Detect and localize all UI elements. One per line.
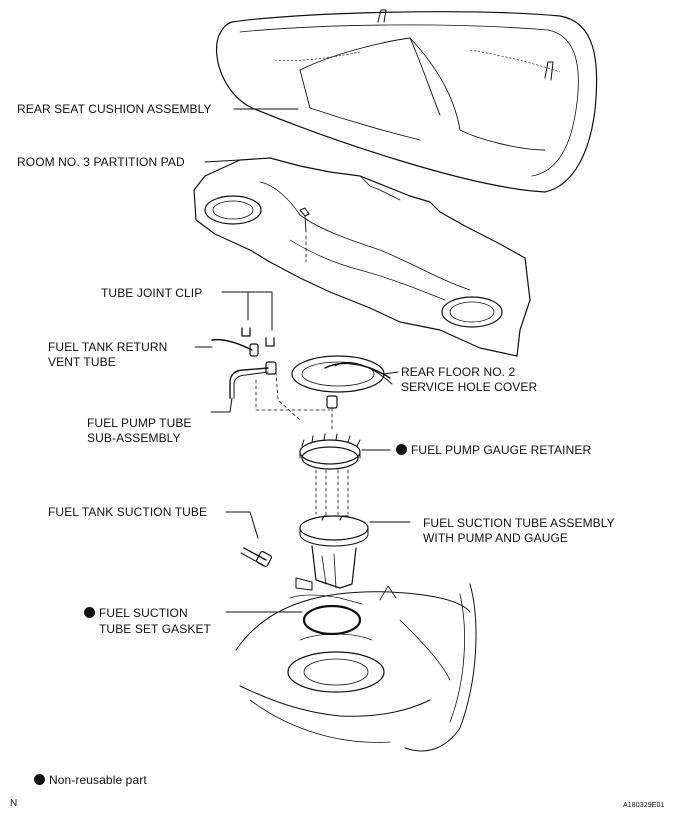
- non-reusable-dot-icon: [84, 607, 95, 618]
- figure-code: A180329E01: [623, 802, 665, 809]
- label-return-vent-1: FUEL TANK RETURN: [48, 340, 168, 354]
- label-gasket-1: FUEL SUCTION: [84, 606, 188, 620]
- tank-and-gasket: [225, 583, 477, 752]
- label-return-vent-2: VENT TUBE: [48, 355, 116, 369]
- legend-text: Non-reusable part: [49, 773, 147, 787]
- label-suction-assy-2: WITH PUMP AND GAUGE: [423, 531, 569, 545]
- tank-suction-tube: [225, 511, 273, 568]
- label-partition-pad: ROOM NO. 3 PARTITION PAD: [17, 155, 185, 169]
- partition-pad: [193, 157, 531, 357]
- fuel-pump-tube: [210, 361, 331, 421]
- tube-joint-clips: [221, 291, 275, 347]
- label-gasket-1-text: FUEL SUCTION: [99, 606, 188, 620]
- label-hole-cover-1: REAR FLOOR NO. 2: [401, 365, 516, 379]
- rear-seat-cushion: [216, 9, 598, 193]
- label-pump-tube-1: FUEL PUMP TUBE: [87, 416, 192, 430]
- legend-dot-icon: [34, 774, 45, 785]
- label-hole-cover-2: SERVICE HOLE COVER: [401, 380, 538, 394]
- legend: Non-reusable part: [34, 773, 147, 787]
- label-rear-seat: REAR SEAT CUSHION ASSEMBLY: [17, 102, 212, 116]
- non-reusable-dot-icon: [396, 444, 407, 455]
- service-hole-cover: [291, 355, 399, 431]
- return-vent-tube: [194, 338, 259, 357]
- gauge-retainer: [299, 433, 391, 517]
- label-pump-tube-2: SUB-ASSEMBLY: [87, 431, 181, 445]
- leader-lines: [204, 108, 299, 163]
- label-gauge-retainer: FUEL PUMP GAUGE RETAINER: [396, 443, 591, 457]
- suction-tube-assembly: [295, 515, 411, 591]
- label-gasket-2: TUBE SET GASKET: [99, 622, 211, 636]
- label-tube-joint-clip: TUBE JOINT CLIP: [101, 286, 203, 300]
- label-suction-assy-1: FUEL SUCTION TUBE ASSEMBLY: [423, 516, 615, 530]
- corner-mark: N: [10, 798, 18, 809]
- label-gauge-retainer-text: FUEL PUMP GAUGE RETAINER: [411, 443, 592, 457]
- label-suction-tube: FUEL TANK SUCTION TUBE: [48, 505, 208, 519]
